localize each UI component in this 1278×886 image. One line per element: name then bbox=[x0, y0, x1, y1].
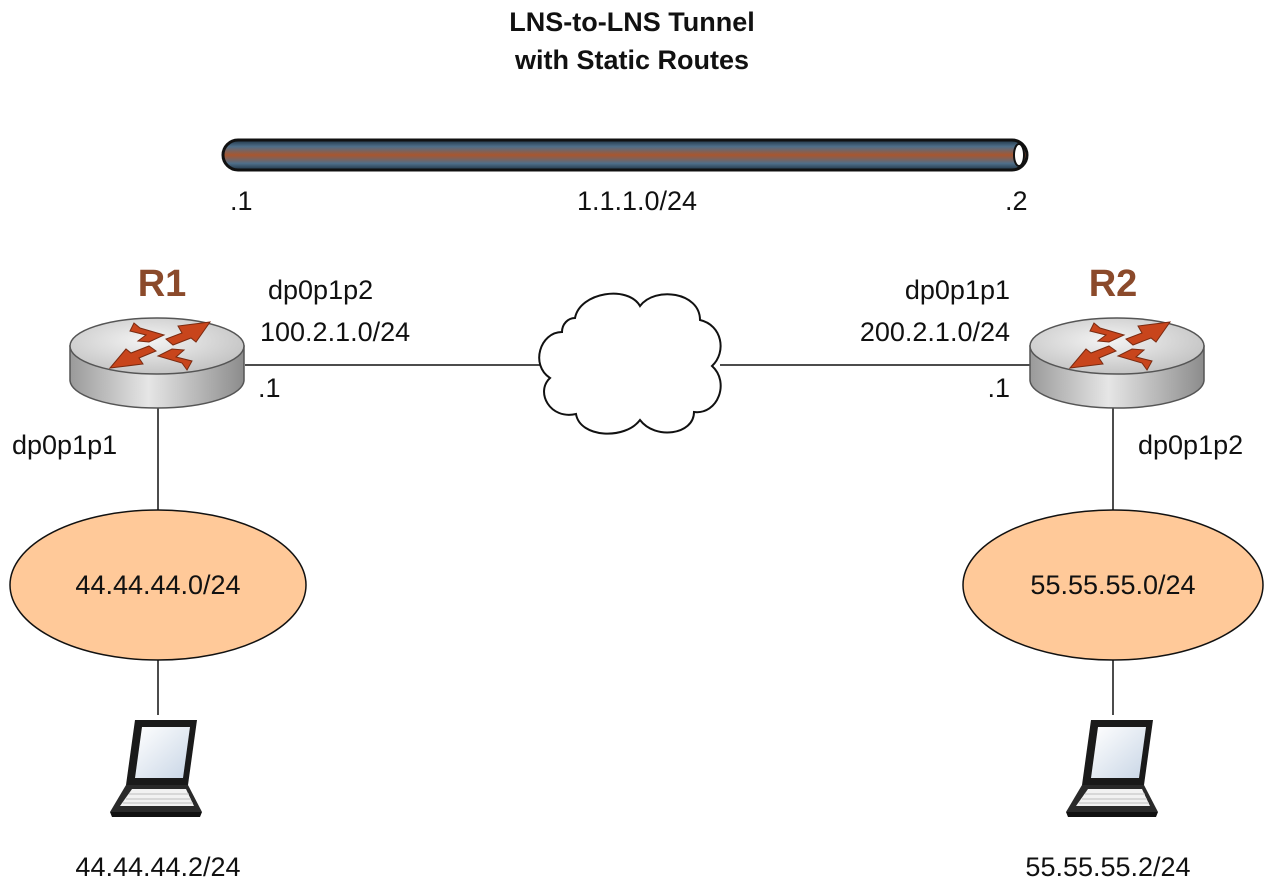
left-host-address: 44.44.44.2/24 bbox=[75, 852, 240, 882]
router-icon[interactable] bbox=[69, 317, 245, 409]
router-r2-name: R2 bbox=[1089, 263, 1138, 305]
r1-wan-network: 100.2.1.0/24 bbox=[260, 317, 410, 347]
lan-right-ellipse bbox=[962, 509, 1264, 661]
lan-right-network: 55.55.55.0/24 bbox=[1030, 570, 1195, 600]
r1-wan-host: .1 bbox=[258, 373, 281, 403]
tunnel-right-host: .2 bbox=[1005, 186, 1028, 216]
tunnel-left-host: .1 bbox=[230, 186, 253, 216]
tunnel-pipe bbox=[221, 138, 1029, 172]
r2-wan-host: .1 bbox=[987, 373, 1010, 403]
lan-left-ellipse bbox=[9, 509, 307, 661]
tunnel-network: 1.1.1.0/24 bbox=[577, 186, 697, 216]
title-line-2: with Static Routes bbox=[514, 45, 749, 75]
r1-lan-interface: dp0p1p1 bbox=[12, 430, 117, 460]
router-r1-name: R1 bbox=[138, 263, 187, 305]
laptop-icon[interactable] bbox=[109, 719, 203, 818]
r1-wan-interface: dp0p1p2 bbox=[268, 275, 373, 305]
cloud-icon bbox=[538, 292, 722, 435]
r2-wan-network: 200.2.1.0/24 bbox=[860, 317, 1010, 347]
r2-lan-interface: dp0p1p2 bbox=[1138, 430, 1243, 460]
right-host-address: 55.55.55.2/24 bbox=[1025, 852, 1190, 882]
r2-wan-interface: dp0p1p1 bbox=[905, 275, 1010, 305]
router-icon[interactable] bbox=[1029, 317, 1205, 409]
laptop-icon[interactable] bbox=[1065, 719, 1159, 818]
lan-left-network: 44.44.44.0/24 bbox=[75, 570, 240, 600]
title-line-1: LNS-to-LNS Tunnel bbox=[509, 7, 754, 37]
